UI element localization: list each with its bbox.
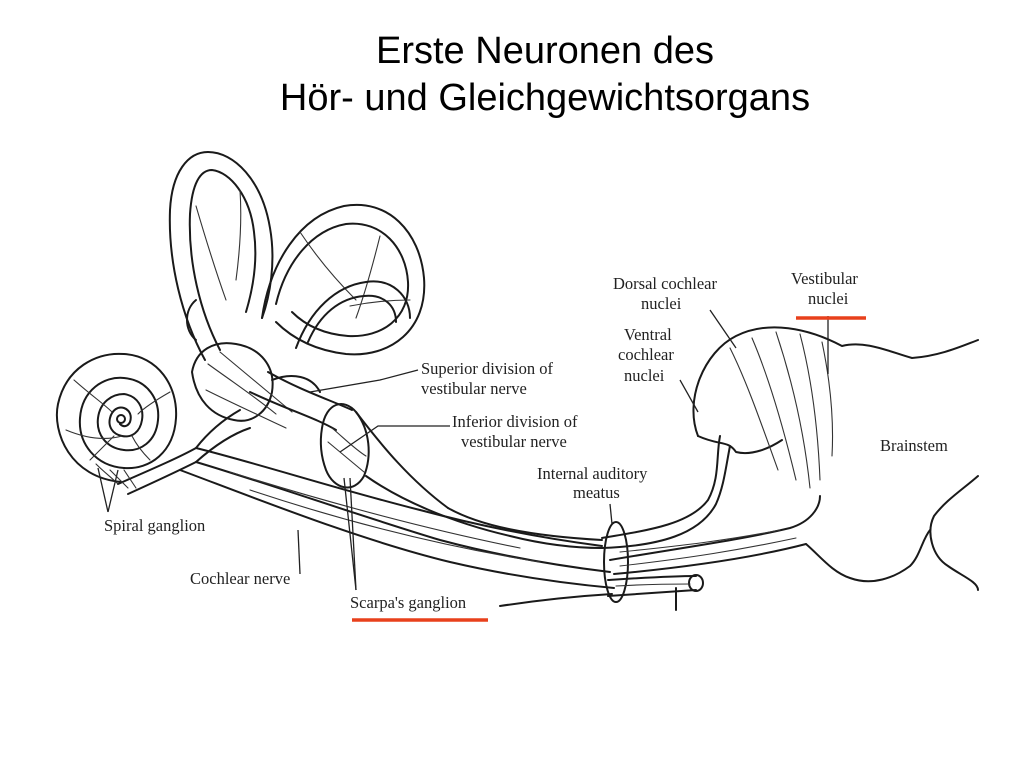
label-vestibular-nuclei-line1: Vestibular [791, 269, 858, 288]
vestibulocochlear-nerve [179, 371, 821, 611]
label-ventral-cochlear-line2: cochlear [618, 345, 674, 364]
label-spiral-ganglion: Spiral ganglion [104, 516, 205, 535]
label-ventral-cochlear-line3: nuclei [624, 366, 665, 385]
title-line-2: Hör- und Gleichgewichtsorgans [279, 77, 811, 119]
label-dorsal-cochlear-line1: Dorsal cochlear [613, 274, 717, 293]
diagram-labels: Dorsal cochlear nuclei Vestibular nuclei… [104, 269, 948, 612]
label-cochlear-nerve: Cochlear nerve [190, 569, 290, 588]
brainstem-outline [692, 326, 979, 591]
label-dorsal-cochlear-line2: nuclei [641, 294, 682, 313]
title-line-1: Erste Neuronen des [376, 30, 714, 72]
leader-lines [97, 309, 829, 591]
label-internal-meatus-line2: meatus [573, 483, 620, 502]
label-superior-division-line2: vestibular nerve [421, 379, 527, 398]
label-scarpas-ganglion: Scarpa's ganglion [350, 593, 466, 612]
label-brainstem: Brainstem [880, 436, 948, 455]
label-inferior-division-line1: Inferior division of [452, 412, 578, 431]
label-internal-meatus-line1: Internal auditory [537, 464, 648, 483]
cochlea [56, 352, 197, 495]
label-vestibular-nuclei-line2: nuclei [808, 289, 849, 308]
slide-title: Erste Neuronen des Hör- und Gleichgewich… [0, 28, 1024, 122]
label-inferior-division-line2: vestibular nerve [461, 432, 567, 451]
label-ventral-cochlear-line1: Ventral [624, 325, 672, 344]
semicircular-canals [168, 151, 426, 463]
label-superior-division-line1: Superior division of [421, 359, 553, 378]
